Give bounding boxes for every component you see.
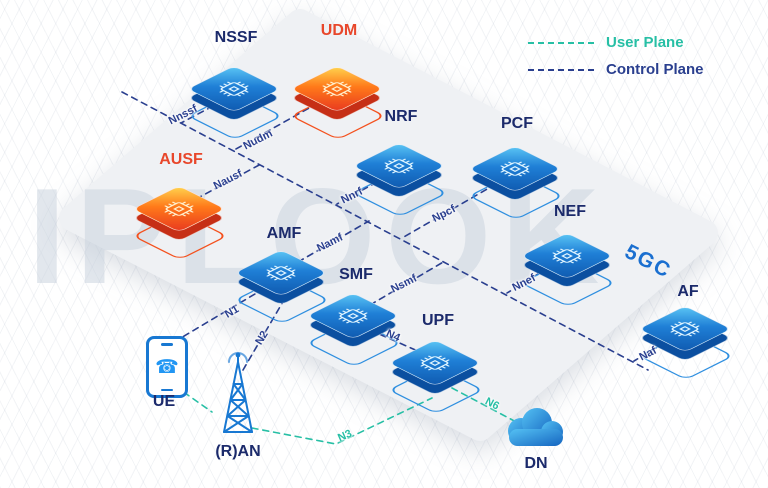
chip-top — [638, 305, 732, 353]
chip-top — [234, 249, 328, 297]
tower-lattice — [223, 352, 253, 433]
node-label-ue: UE — [152, 393, 176, 410]
nnef-line — [506, 267, 549, 294]
nnrf-line — [336, 181, 378, 205]
node-label-dn: DN — [524, 455, 548, 472]
node-label-amf: AMF — [266, 225, 302, 242]
node-label-nrf: NRF — [384, 108, 418, 125]
namf-line — [297, 220, 370, 263]
node-label-nef: NEF — [554, 203, 586, 220]
processor-icon — [384, 158, 414, 174]
chip-top — [520, 232, 614, 280]
node-nef — [518, 223, 617, 308]
node-label-nssf: NSSF — [214, 29, 258, 46]
processor-icon — [266, 265, 296, 281]
dn-cloud-icon — [508, 408, 563, 446]
node-ausf — [130, 176, 229, 261]
processor-icon — [219, 81, 249, 97]
chip-top — [388, 339, 482, 387]
processor-icon — [164, 201, 194, 217]
chip-top — [132, 185, 226, 233]
node-label-ran: (R)AN — [215, 443, 261, 460]
nsmf-line — [369, 260, 446, 306]
n3-line — [251, 397, 433, 445]
chip-top — [187, 65, 281, 113]
nnssf-line — [180, 105, 214, 124]
npcf-line — [401, 183, 497, 239]
node-label-af: AF — [677, 283, 699, 300]
node-label-upf: UPF — [422, 312, 454, 329]
processor-icon — [322, 81, 352, 97]
node-label-udm: UDM — [320, 22, 358, 39]
chip-top — [468, 145, 562, 193]
legend-user-plane-label: User Plane — [606, 34, 684, 51]
node-nssf — [185, 56, 284, 141]
legend-control-plane: Control Plane — [528, 61, 704, 78]
nudm-line — [235, 102, 319, 150]
processor-icon — [500, 161, 530, 177]
node-upf — [386, 330, 485, 415]
legend-user-plane: User Plane — [528, 34, 684, 51]
node-af — [636, 296, 735, 381]
node-pcf — [466, 136, 565, 221]
node-nrf — [350, 133, 449, 218]
nausf-line — [195, 163, 262, 200]
node-label-smf: SMF — [339, 266, 373, 283]
user-plane-lines — [174, 385, 521, 445]
n1-line — [173, 290, 261, 343]
processor-icon — [338, 308, 368, 324]
ue-ran-line — [174, 385, 213, 413]
chip-top — [306, 292, 400, 340]
processor-icon — [420, 355, 450, 371]
node-label-pcf: PCF — [501, 115, 533, 132]
ue-phone-icon: ☎ — [146, 336, 188, 398]
sbi-bus-line — [121, 91, 649, 371]
node-label-ausf: AUSF — [159, 151, 203, 168]
chip-top — [352, 142, 446, 190]
node-amf — [232, 240, 331, 325]
control-plane-line-sample — [528, 68, 594, 71]
ran-tower-icon — [223, 352, 253, 433]
handset-glyph: ☎ — [155, 356, 179, 378]
n2-line — [242, 299, 285, 371]
user-plane-line-sample — [528, 41, 594, 44]
n4-line — [369, 329, 421, 353]
processor-icon — [670, 321, 700, 337]
chip-top — [290, 65, 384, 113]
node-udm — [288, 56, 387, 141]
control-plane-lines — [121, 91, 667, 371]
cloud-shape — [508, 408, 563, 446]
node-smf — [304, 283, 403, 368]
processor-icon — [552, 248, 582, 264]
n6-line — [451, 387, 521, 425]
legend-control-plane-label: Control Plane — [606, 61, 704, 78]
platform-surface — [59, 9, 718, 441]
